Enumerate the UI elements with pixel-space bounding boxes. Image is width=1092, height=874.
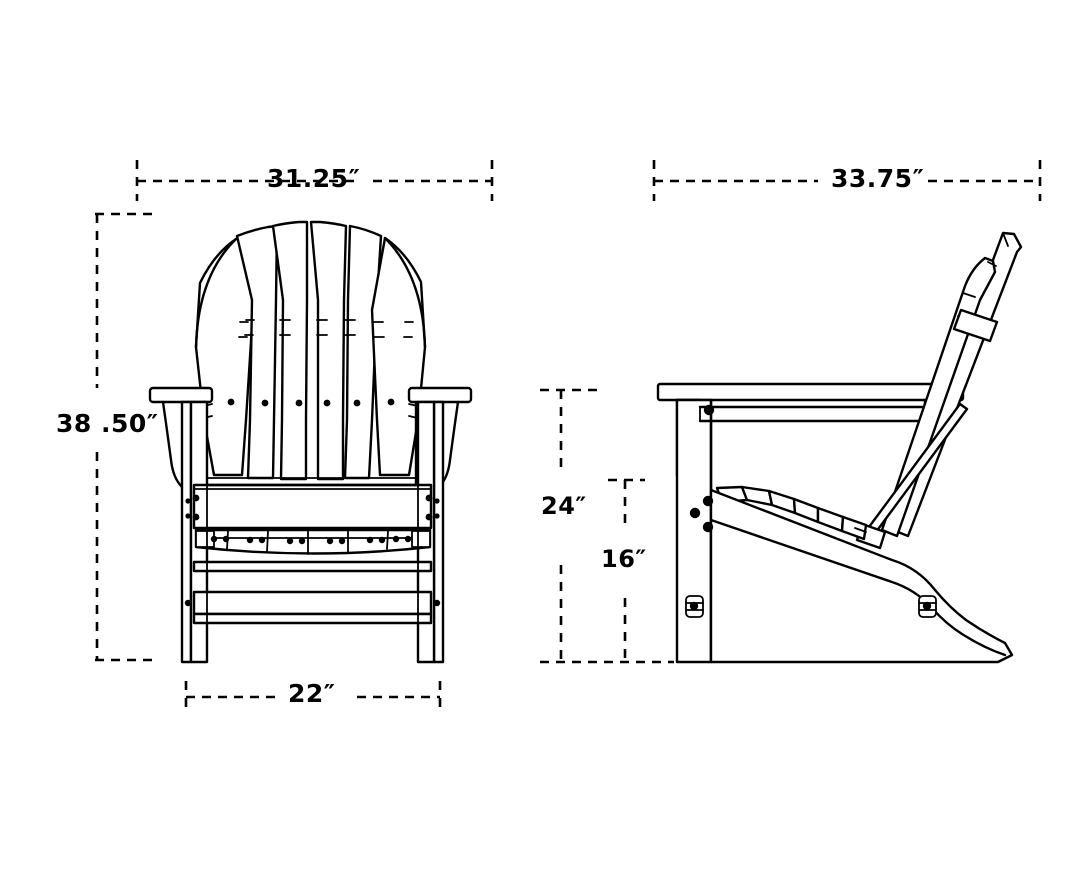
seat-slats-front (194, 528, 432, 555)
base-runner-side (709, 488, 1014, 664)
backrest-slats (194, 220, 427, 481)
side-fasteners (689, 404, 715, 533)
seat-slats-side (715, 485, 868, 541)
dimension-line-front-width (135, 160, 494, 201)
dimension-line-side-depth (652, 160, 1042, 201)
armrest-side (656, 382, 965, 402)
dimension-label-front-width: 31.25″ (267, 164, 361, 193)
dimension-line-side-seat (608, 478, 645, 662)
chair-front-elevation (148, 220, 473, 664)
dimension-label-front-depth: 22″ (288, 679, 336, 708)
dimension-line-front-depth (184, 681, 442, 714)
chair-side-elevation (656, 231, 1023, 664)
dimension-label-side-seat: 16″ (601, 545, 647, 573)
hardware-fitting-front-leg (685, 595, 704, 618)
dimension-label-side-depth: 33.75″ (831, 164, 925, 193)
dimension-line-side-height (540, 388, 674, 664)
dimension-label-side-height: 24″ (541, 492, 587, 520)
front-apron (192, 483, 433, 530)
front-stretcher-rails (192, 560, 433, 625)
backrest-fasteners (227, 398, 395, 407)
dimension-label-front-height: 38 .50″ (56, 409, 159, 438)
seat-fasteners (210, 535, 412, 545)
front-fasteners (184, 494, 441, 607)
hardware-fitting-base (918, 595, 937, 618)
dimension-line-front-height (95, 212, 158, 662)
